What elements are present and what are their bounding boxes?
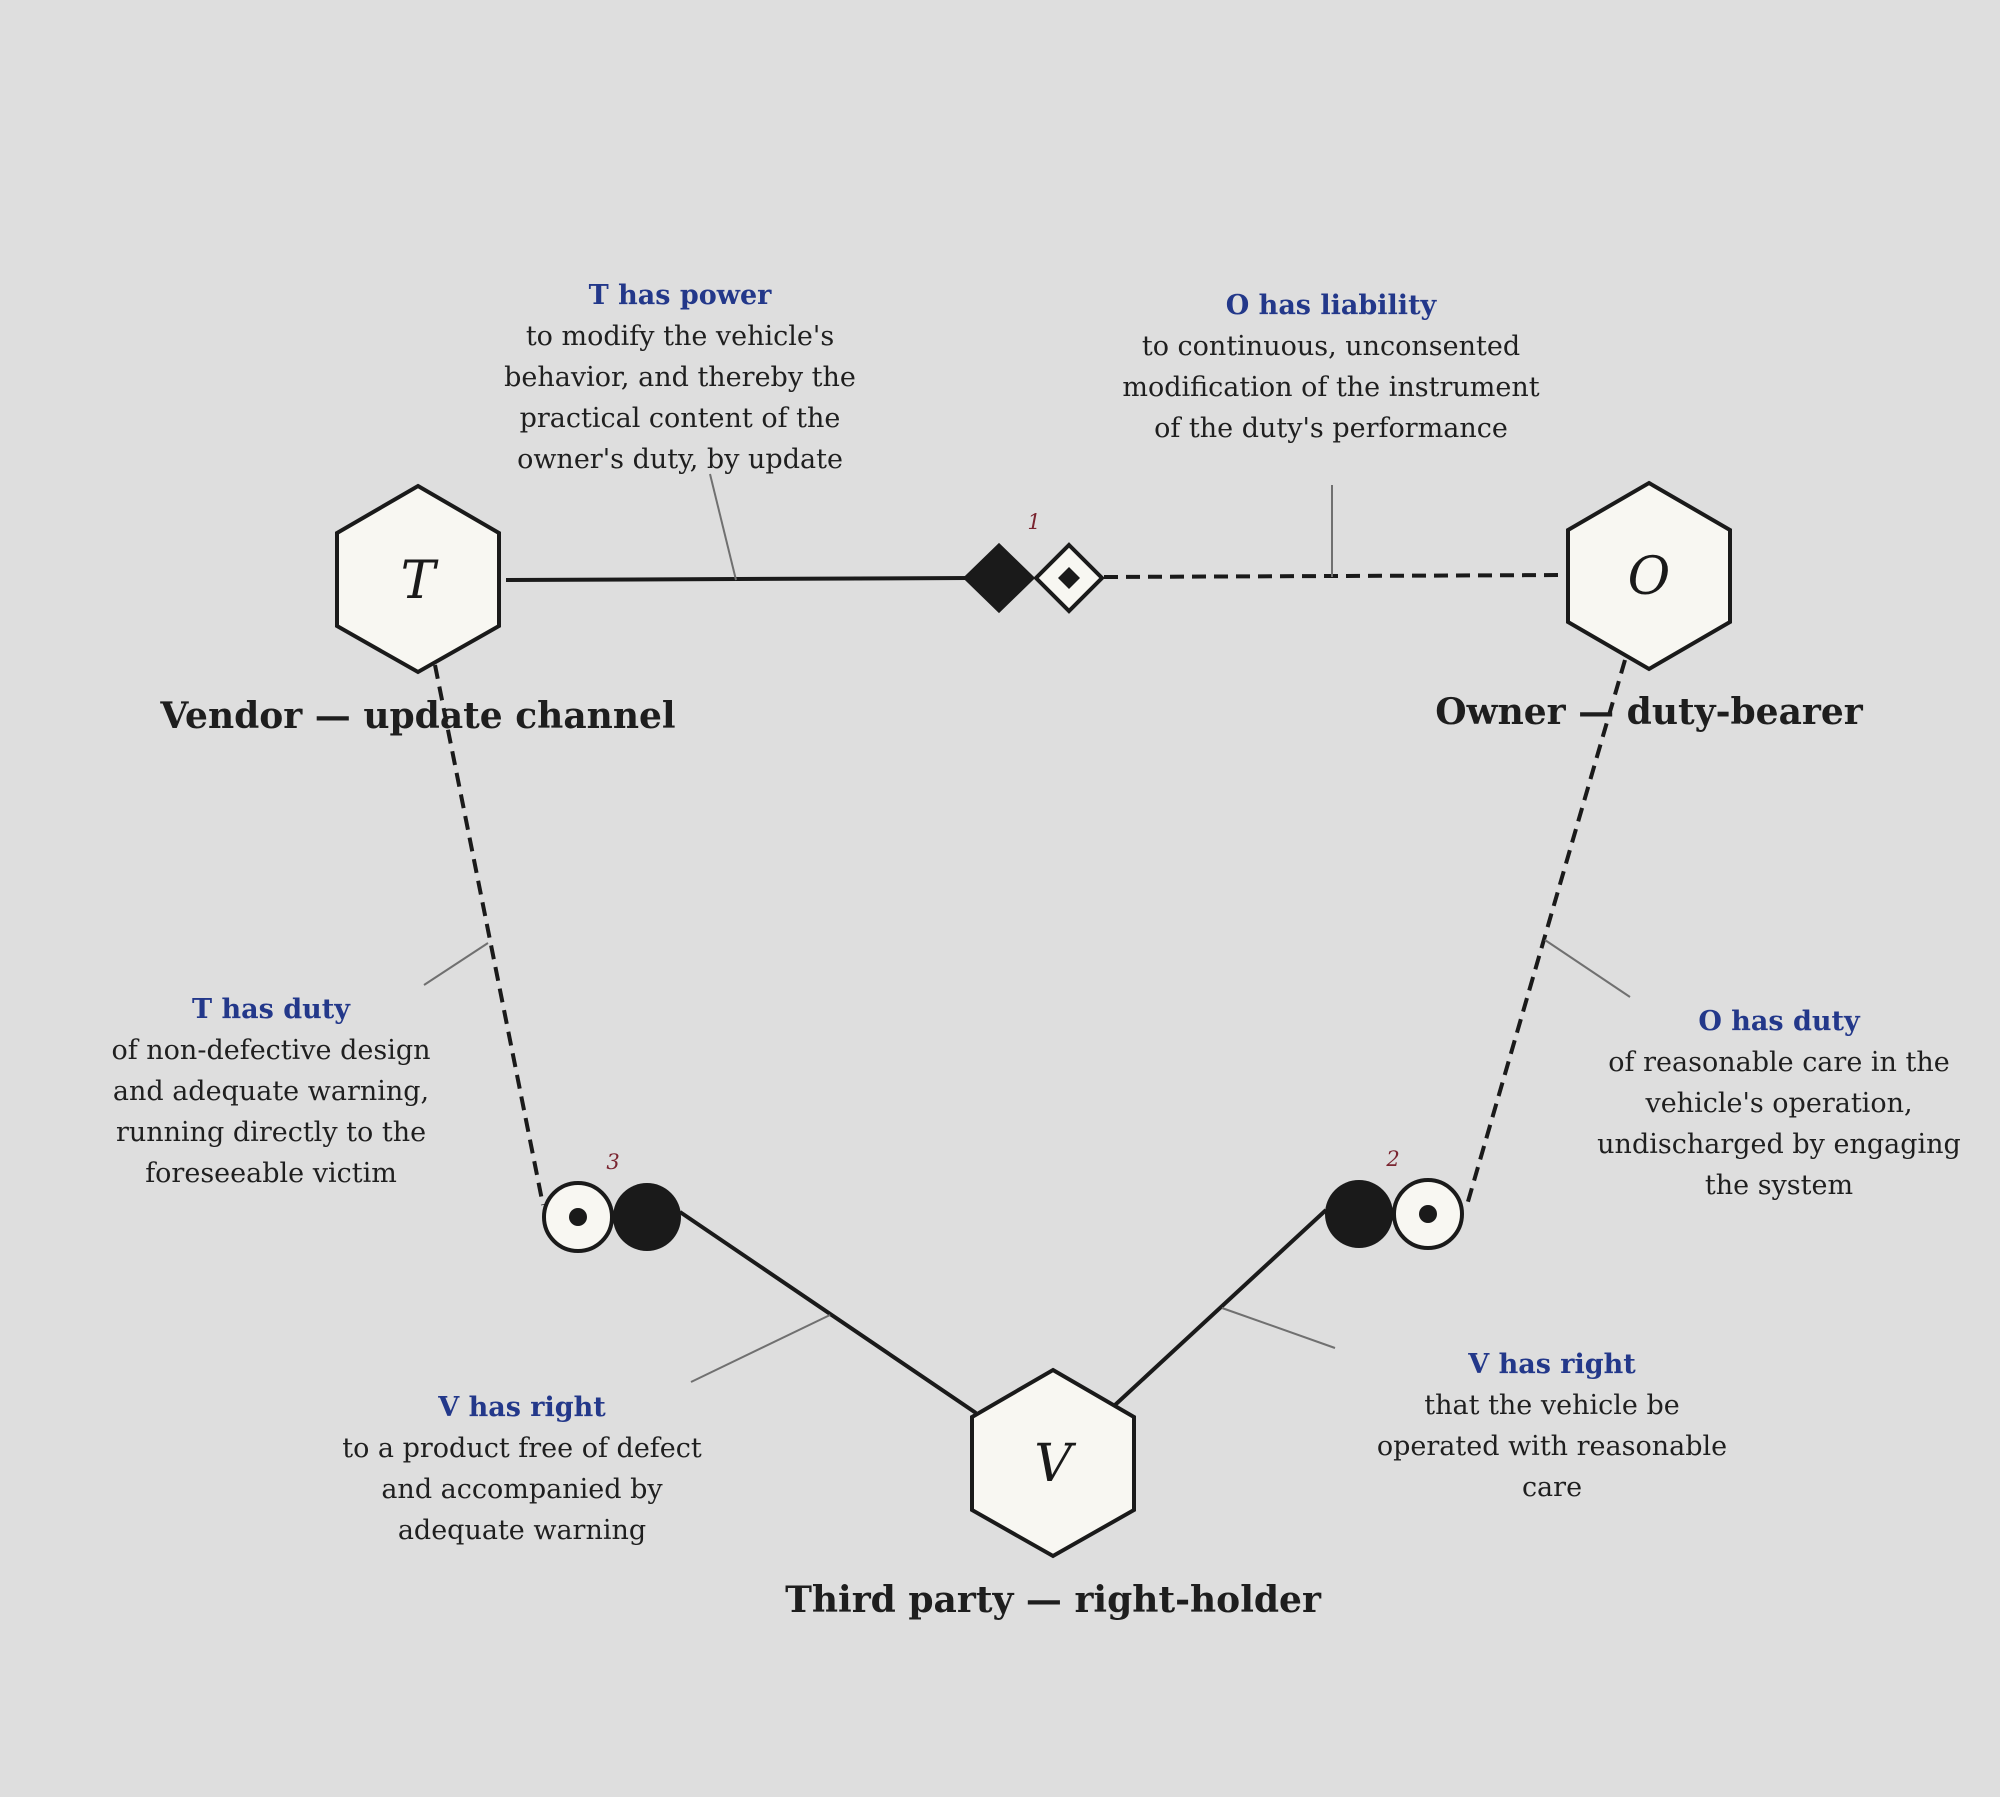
annotation-v-right-o: V has right that the vehicle be operated…: [1364, 1344, 1740, 1508]
annotation-v-right-t: V has right to a product free of defect …: [318, 1387, 726, 1551]
right-circle-icon: [1325, 1180, 1393, 1248]
edge-t-duty: [433, 664, 545, 1206]
annotation-t-power: T has power to modify the vehicle's beha…: [494, 275, 866, 480]
relation-3-marker: 3: [542, 1150, 681, 1253]
annotation-body: of non-defective design and adequate war…: [111, 1035, 431, 1189]
node-o-letter: O: [1628, 547, 1671, 607]
annotation-body: to continuous, unconsented modification …: [1122, 331, 1540, 444]
edge-t-power: [505, 576, 971, 582]
edge-o-duty: [1465, 659, 1627, 1206]
annotation-head: T has duty: [192, 994, 350, 1025]
annotation-head: O has liability: [1225, 290, 1437, 321]
edge-v-right-t: [678, 1210, 978, 1415]
annotation-t-duty: T has duty of non-defective design and a…: [96, 989, 446, 1194]
relation-1-marker: 1: [962, 510, 1105, 614]
relation-2-marker: 2: [1325, 1147, 1464, 1250]
annotation-body: that the vehicle be operated with reason…: [1376, 1390, 1728, 1503]
annotation-body: of reasonable care in the vehicle's oper…: [1597, 1047, 1961, 1201]
leader-o-duty: [1544, 939, 1631, 998]
annotation-body: to a product free of defect and accompan…: [342, 1433, 702, 1546]
liability-diamond-core-icon: [1058, 567, 1080, 589]
node-t-letter: T: [401, 551, 439, 611]
duty-circle-dot-icon: [1419, 1205, 1437, 1223]
annotation-head: T has power: [588, 280, 772, 311]
relation-2-number: 2: [1385, 1147, 1399, 1171]
annotation-o-liability: O has liability to continuous, unconsent…: [1120, 285, 1542, 449]
leader-t-power: [709, 473, 737, 581]
hexagon-icon: [335, 483, 501, 675]
duty-circle-dot-icon: [569, 1208, 587, 1226]
node-t-label: Vendor — update channel: [159, 695, 675, 737]
node-v-label: Third party — right-holder: [785, 1579, 1322, 1621]
annotation-o-duty: O has duty of reasonable care in the veh…: [1594, 1001, 1964, 1206]
node-t: T: [335, 483, 501, 675]
leader-v-right-o: [1221, 1307, 1336, 1349]
leader-t-duty: [423, 942, 489, 986]
leader-v-right-t: [690, 1314, 831, 1383]
edge-o-liability: [1103, 573, 1567, 579]
relation-3-number: 3: [606, 1150, 619, 1174]
edge-v-right-o: [1113, 1208, 1328, 1407]
node-v-letter: V: [1034, 1434, 1076, 1494]
annotation-body: to modify the vehicle's behavior, and th…: [504, 321, 856, 475]
annotation-head: V has right: [438, 1392, 606, 1423]
power-diamond-icon: [962, 542, 1036, 614]
annotation-head: O has duty: [1698, 1006, 1860, 1037]
node-v: V: [970, 1367, 1136, 1559]
hexagon-icon: [970, 1367, 1136, 1559]
node-o: O: [1566, 480, 1732, 672]
annotation-head: V has right: [1468, 1349, 1636, 1380]
right-circle-icon: [613, 1183, 681, 1251]
node-o-label: Owner — duty-bearer: [1435, 691, 1864, 733]
hexagon-icon: [1566, 480, 1732, 672]
relation-1-number: 1: [1027, 510, 1040, 534]
